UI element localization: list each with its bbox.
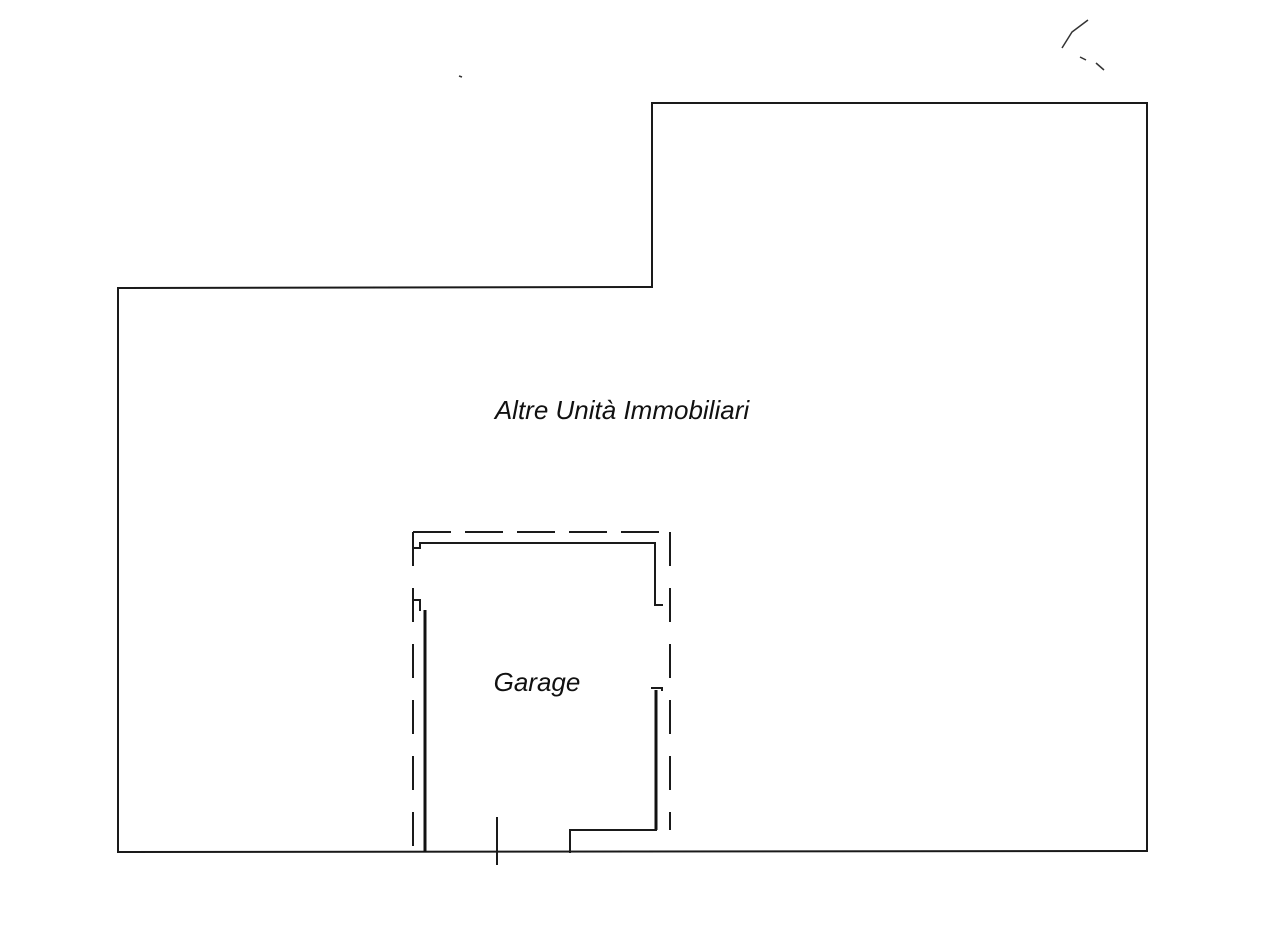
scan-marks xyxy=(458,19,1105,78)
garage-label: Garage xyxy=(494,667,581,697)
garage-boundary-dashed xyxy=(412,531,672,852)
other-units-label: Altre Unità Immobiliari xyxy=(493,395,751,425)
building-outline xyxy=(117,102,1148,854)
garage-walls xyxy=(412,542,663,865)
